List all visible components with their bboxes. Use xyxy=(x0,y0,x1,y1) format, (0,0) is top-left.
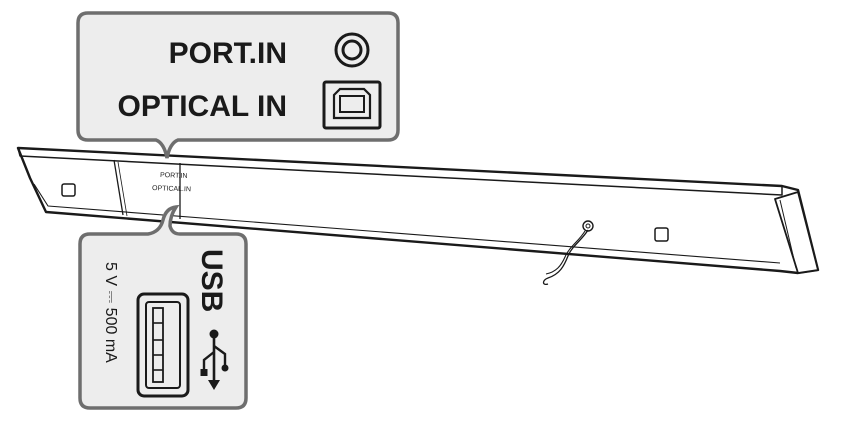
bar-port-in-label: PORT.IN xyxy=(160,172,188,180)
usb-a-port-icon xyxy=(138,294,188,396)
port-callout: PORT.IN OPTICAL IN xyxy=(78,13,398,158)
port-in-label: PORT.IN xyxy=(169,37,287,70)
usb-callout: USB 5 V ⎓ 500 mA xyxy=(80,207,246,408)
power-rating-label: 5 V ⎓ 500 mA xyxy=(102,262,119,363)
usb-label: USB xyxy=(195,249,228,312)
right-foot-pad xyxy=(655,228,668,241)
optical-in-label: OPTICAL IN xyxy=(118,90,287,123)
cable-grommet xyxy=(583,221,593,231)
left-foot-pad xyxy=(62,184,75,196)
bar-optical-in-label: OPTICAL.IN xyxy=(152,185,191,193)
